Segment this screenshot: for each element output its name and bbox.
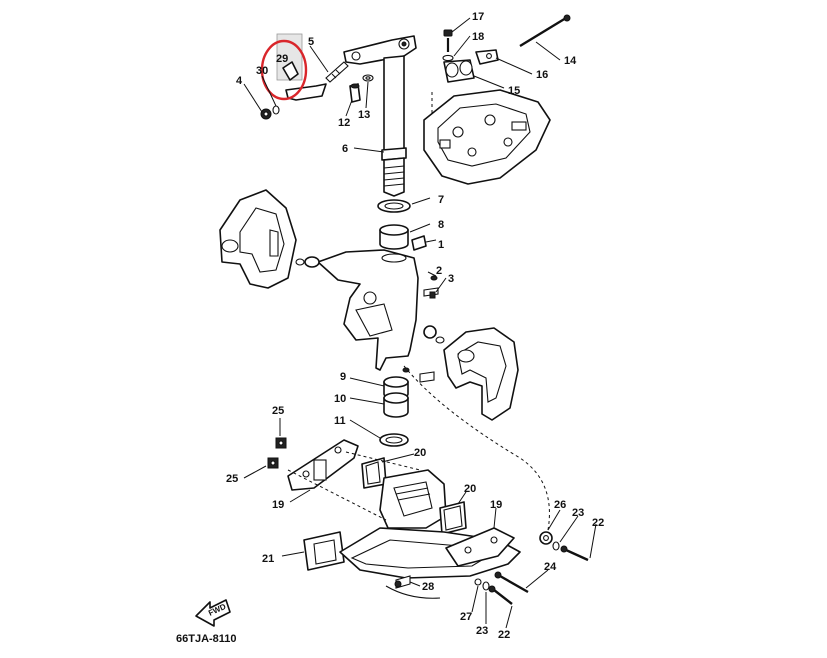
bracket-part-16 — [475, 49, 499, 65]
steering-shaft-part-6 — [381, 55, 407, 197]
bolt-part-28 — [394, 575, 411, 589]
oring-part-11 — [379, 433, 409, 447]
part-label-23-right[interactable]: 23 — [572, 507, 584, 519]
part-label-4[interactable]: 4 — [236, 75, 243, 87]
upper-mount-part-19-right — [445, 527, 515, 567]
rubber-mount-part-20-right — [439, 501, 467, 535]
lower-mount-part-21 — [303, 531, 345, 571]
nut-part-26 — [539, 531, 553, 545]
part-label-22-right[interactable]: 22 — [592, 517, 604, 529]
part-label-14[interactable]: 14 — [564, 55, 577, 67]
part-label-2[interactable]: 2 — [436, 265, 442, 277]
left-mount-bracket — [219, 189, 297, 289]
bolt-part-2 — [430, 275, 438, 281]
washer-part-23-right — [552, 541, 560, 551]
part-label-28[interactable]: 28 — [422, 581, 434, 593]
part-label-7[interactable]: 7 — [438, 194, 444, 206]
part-label-25-top[interactable]: 25 — [272, 405, 284, 417]
highlight-circle-part-29 — [260, 39, 308, 101]
swivel-bracket — [295, 249, 419, 371]
part-label-23-bottom[interactable]: 23 — [476, 625, 488, 637]
bushing-part-10 — [383, 392, 409, 418]
upper-mount-part-19-left — [287, 439, 359, 491]
nut-part-4 — [260, 105, 280, 120]
bushing-part-15 — [443, 59, 475, 83]
bolt-part-22-right — [560, 545, 589, 562]
forward-direction-arrow: FWD — [195, 599, 231, 627]
part-label-20-top[interactable]: 20 — [414, 447, 426, 459]
diagram-reference-code: 66TJA-8110 — [176, 633, 237, 645]
bolt-part-3 — [423, 287, 439, 299]
part-label-22-bottom[interactable]: 22 — [498, 629, 510, 641]
part-label-11[interactable]: 11 — [334, 415, 346, 427]
part-label-10[interactable]: 10 — [334, 393, 346, 405]
part-label-1[interactable]: 1 — [438, 239, 444, 251]
washer-part-18 — [442, 54, 454, 62]
leader-lines — [243, 17, 597, 629]
part-label-6[interactable]: 6 — [342, 143, 348, 155]
part-label-15[interactable]: 15 — [508, 85, 520, 97]
lower-case-center — [379, 469, 447, 529]
washer-part-23-bottom — [482, 581, 490, 591]
thrust-washer-part-7 — [377, 199, 411, 213]
part-label-19-left[interactable]: 19 — [272, 499, 284, 511]
part-label-17[interactable]: 17 — [472, 11, 484, 23]
bushing-part-13 — [362, 74, 374, 82]
part-label-13[interactable]: 13 — [358, 109, 370, 121]
bushing-part-8 — [379, 224, 409, 250]
upper-mount-cover — [423, 89, 551, 185]
part-label-24[interactable]: 24 — [544, 561, 557, 573]
bolt-center — [402, 367, 435, 383]
part-label-8[interactable]: 8 — [438, 219, 444, 231]
washer-part-12 — [349, 83, 361, 103]
part-label-19-right[interactable]: 19 — [490, 499, 502, 511]
part-label-20-right[interactable]: 20 — [464, 483, 476, 495]
part-label-18[interactable]: 18 — [472, 31, 484, 43]
bolt-part-17 — [443, 29, 453, 52]
bolt-part-24 — [494, 571, 529, 594]
part-label-30[interactable]: 30 — [256, 65, 268, 77]
part-label-29[interactable]: 29 — [276, 53, 288, 65]
part-label-9[interactable]: 9 — [340, 371, 346, 383]
part-labels: 29 30 5 4 12 13 6 17 18 14 16 15 7 8 1 2… — [226, 11, 604, 641]
bolt-part-14 — [519, 14, 571, 48]
steering-bracket-part-5-group — [343, 35, 417, 65]
part-label-5[interactable]: 5 — [308, 36, 314, 48]
nut-part-27 — [474, 578, 482, 586]
collar-part-1 — [411, 235, 437, 251]
bolt-part-22-bottom — [488, 585, 513, 605]
part-label-26[interactable]: 26 — [554, 499, 566, 511]
part-label-16[interactable]: 16 — [536, 69, 548, 81]
part-label-25-left[interactable]: 25 — [226, 473, 238, 485]
part-label-21[interactable]: 21 — [262, 553, 274, 565]
part-label-12[interactable]: 12 — [338, 117, 350, 129]
grease-nipple-part-25-left — [267, 457, 279, 469]
grease-nipple-part-25-top — [275, 437, 287, 449]
right-mount-bracket — [423, 325, 519, 421]
part-label-27[interactable]: 27 — [460, 611, 472, 623]
rubber-mount-part-20-left — [361, 457, 387, 489]
bolt-part-5 — [325, 61, 349, 83]
part-label-3[interactable]: 3 — [448, 273, 454, 285]
